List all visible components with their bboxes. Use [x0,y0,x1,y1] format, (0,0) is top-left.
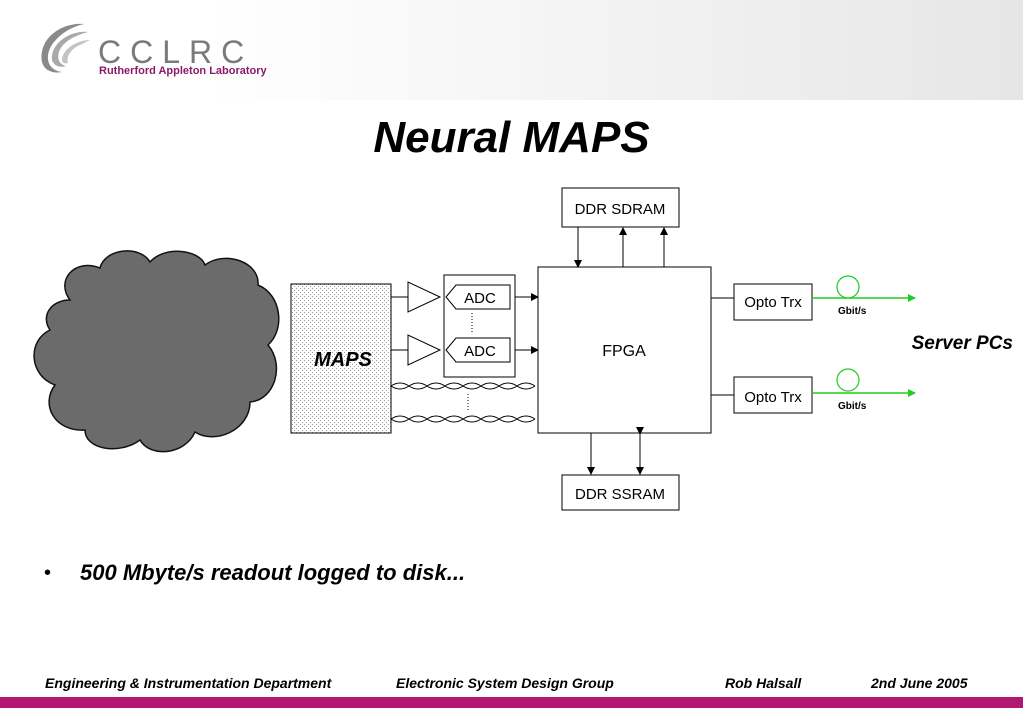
opto-trx-top-block [733,283,813,321]
fibre-coil-top-icon [836,275,860,299]
logo-wordmark: CCLRC [98,34,254,70]
footer-department: Engineering & Instrumentation Department [45,675,332,691]
adc-top-block [445,284,511,310]
twisted-pair-bottom [390,415,536,423]
fpga-label: FPGA [602,343,646,360]
footer-date: 2nd June 2005 [871,675,968,691]
footer-group: Electronic System Design Group [396,675,614,691]
fibre-coil-bottom-icon [836,368,860,392]
fpga-block [537,266,712,434]
amplifier-bottom-icon [407,334,442,366]
footer-accent-bar [0,697,1023,708]
logo-subtitle: Rutherford Appleton Laboratory [99,65,267,77]
cloud-shape [33,250,280,453]
page-title: Neural MAPS [373,113,650,162]
bullet-item: 500 Mbyte/s readout logged to disk... [80,560,466,585]
maps-block [290,283,392,434]
maps-label: MAPS [314,349,372,371]
adc-group-box [443,274,516,378]
link-speed-top-label: Gbit/s [838,306,867,317]
bullet-icon: • [44,562,52,584]
adc-bottom-block [445,337,511,363]
footer-author: Rob Halsall [725,675,802,691]
server-pcs-label: Server PCs [912,333,1013,354]
adc-bottom-label: ADC [464,343,496,360]
amplifier-top-icon [407,281,442,313]
ddr-ssram-label: DDR SSRAM [575,486,665,503]
cclrc-logo-icon [41,23,90,73]
header-band [0,0,1023,100]
opto-trx-top-label: Opto Trx [744,294,802,311]
opto-trx-bottom-block [733,376,813,414]
opto-trx-bottom-label: Opto Trx [744,389,802,406]
twisted-pair-top [390,382,536,390]
link-speed-bottom-label: Gbit/s [838,401,867,412]
ddr-ssram-block [561,474,680,511]
adc-top-label: ADC [464,290,496,307]
ddr-sdram-label: DDR SDRAM [575,201,666,218]
